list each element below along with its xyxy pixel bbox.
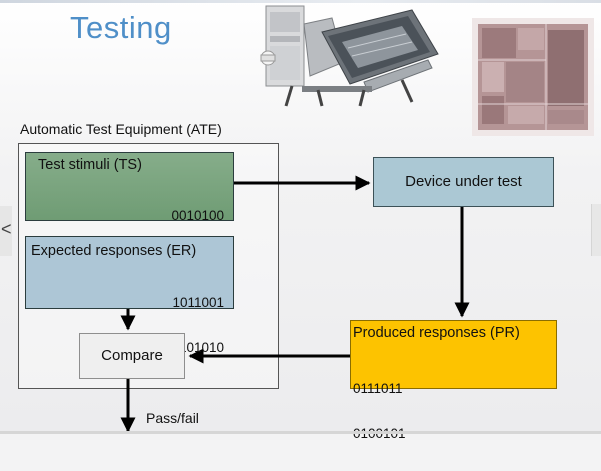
expected-responses-box: Expected responses (ER) 1011001 1101010 [25,236,234,355]
produced-responses-codes: 0111011 0100101 [353,351,406,471]
slide-title: Testing [70,10,172,45]
test-stimuli-title: Test stimuli (TS) [38,157,142,173]
ate-label: Automatic Test Equipment (ATE) [20,121,222,137]
ate-machine-image [260,5,439,107]
device-under-test-box: Device under test [373,157,554,207]
expected-responses-code: 1011001 [172,295,224,310]
top-accent-bar [0,0,601,3]
test-stimuli-box: Test stimuli (TS) 0010100 0110000 [25,152,234,268]
produced-responses-code: 0111011 [353,381,403,396]
expected-responses-code: 1101010 [172,340,224,355]
compare-title: Compare [101,347,163,364]
chevron-left-icon: < [1,219,12,239]
produced-responses-box: Produced responses (PR) 0111011 0100101 [350,320,557,441]
produced-responses-title: Produced responses (PR) [353,325,520,341]
bottom-divider [0,431,601,434]
compare-box: Compare [79,333,185,379]
test-stimuli-code: 0010100 [171,208,224,223]
chip-die-image [472,18,594,136]
device-under-test-title: Device under test [405,173,522,190]
flow-arrows [120,175,470,433]
expected-responses-codes: 1011001 1101010 [172,265,224,385]
expected-responses-title: Expected responses (ER) [31,243,197,259]
pass-fail-label: Pass/fail [146,410,199,426]
previous-slide-button[interactable]: < [0,206,12,256]
next-slide-button[interactable] [591,204,601,256]
